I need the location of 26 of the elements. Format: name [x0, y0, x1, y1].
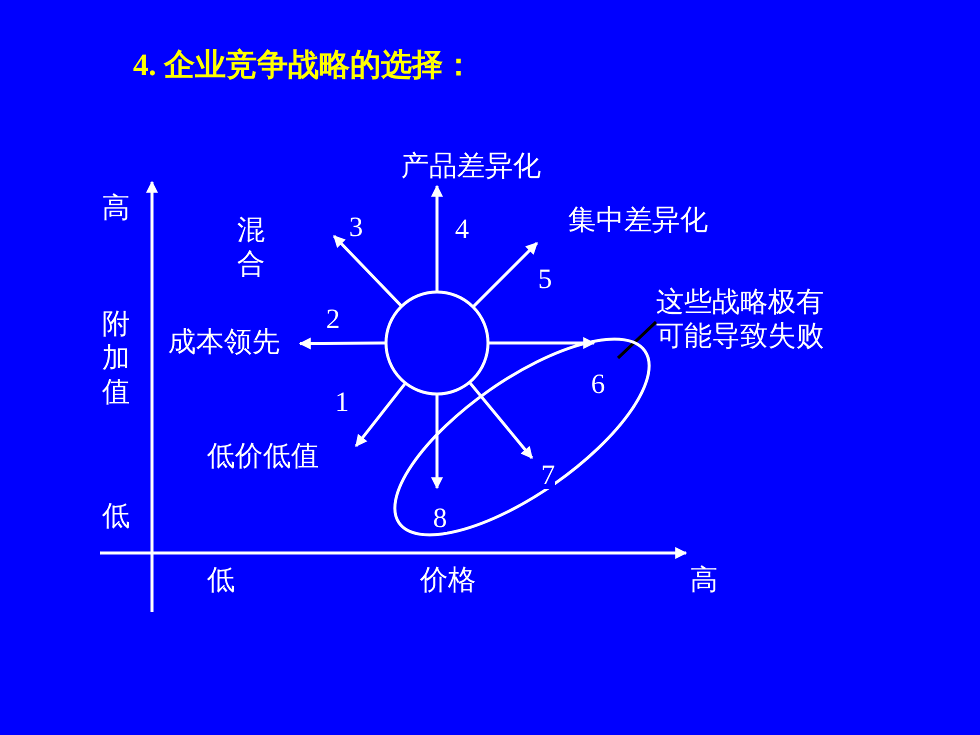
strategy-label: 集中差异化 [568, 204, 709, 238]
strategy-label: 成本领先 [168, 326, 300, 362]
arrow [298, 338, 386, 350]
leader-line [616, 320, 658, 360]
axis-label: 高 [102, 192, 131, 226]
axis-label: 低 [207, 564, 236, 598]
axis-label: 价格 [420, 564, 477, 598]
edge-label: 7 [541, 463, 555, 489]
center-circle [384, 290, 490, 396]
strategy-label: 混合 [237, 214, 266, 282]
title: 4. 企业竞争战略的选择： [133, 46, 474, 84]
strategy-label: 低价低值 [207, 440, 320, 474]
axis-label: 附加值 [102, 308, 131, 410]
axis-label: 低 [102, 500, 131, 534]
arrow [468, 382, 534, 459]
strategy-label: 产品差异化 [401, 150, 551, 184]
edge-label: 8 [433, 506, 447, 532]
arrow [332, 234, 402, 307]
arrow [472, 242, 538, 308]
note-text: 这些战略极有可能导致失败 [656, 286, 826, 358]
arrow [354, 382, 406, 447]
arrow [489, 337, 596, 349]
axis-label: 高 [690, 564, 719, 598]
ellipse-outline [393, 337, 651, 537]
arrow [431, 395, 443, 490]
arrow [431, 184, 443, 291]
